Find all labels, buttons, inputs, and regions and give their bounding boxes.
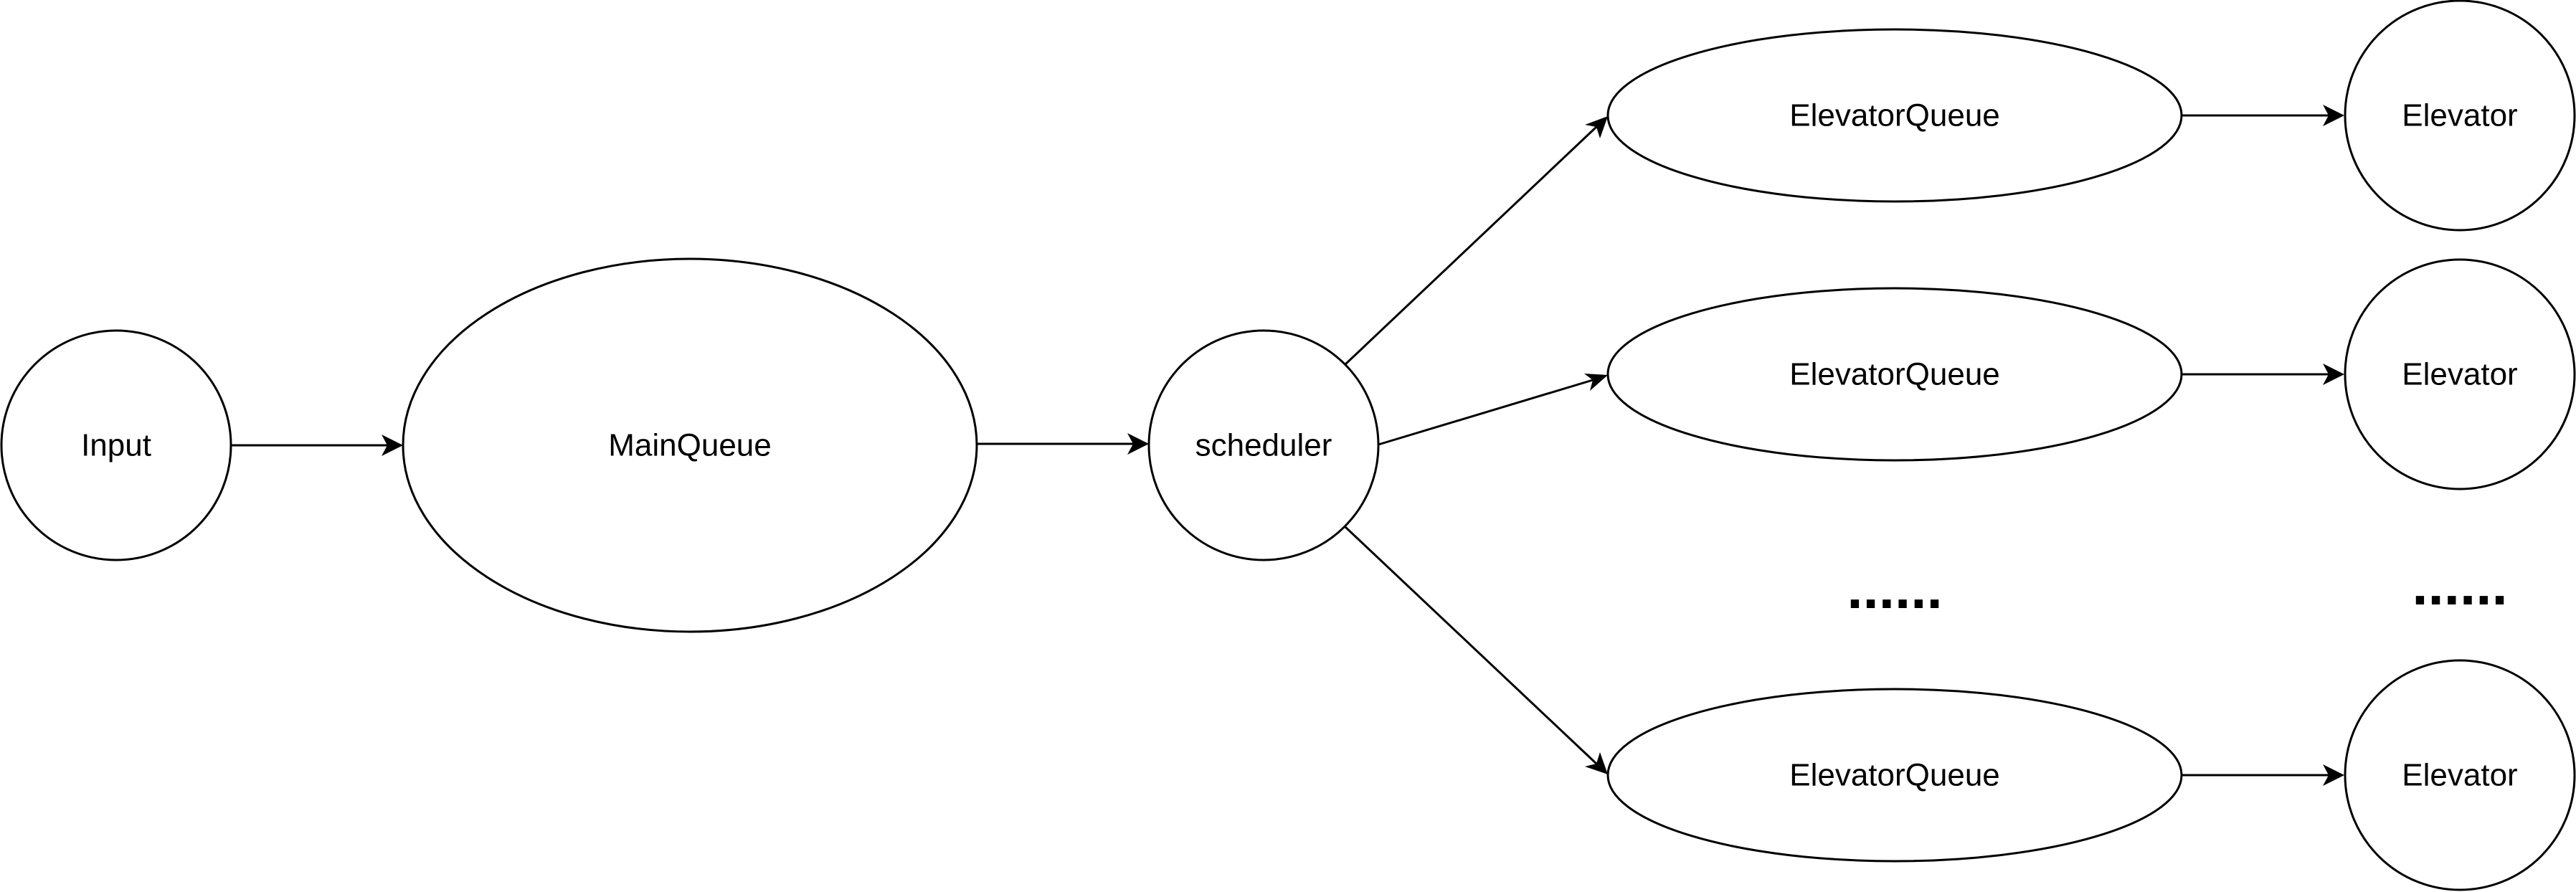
node-elevatorqueue-2: ElevatorQueue (1606, 287, 2183, 462)
elevators-ellipsis: ...... (2412, 553, 2507, 617)
node-elevatorqueue-1-shape (1606, 28, 2183, 203)
node-elevator-1-shape (2344, 0, 2576, 232)
arrowhead-scheduler-to-elevatorqueue-2 (1584, 374, 1608, 391)
node-elevator-1-label: Elevator (2402, 98, 2517, 133)
arrowhead-elevatorqueue-2-to-elevator-2 (2323, 364, 2344, 385)
edges (232, 105, 2344, 786)
node-scheduler-shape (1147, 329, 1380, 561)
arrowhead-mainqueue-to-scheduler (1127, 433, 1149, 455)
node-mainqueue: MainQueue (402, 257, 978, 633)
node-input-label: Input (81, 428, 151, 463)
node-elevator-1: Elevator (2344, 0, 2576, 232)
node-elevator-3: Elevator (2344, 659, 2576, 891)
node-elevatorqueue-3-shape (1606, 688, 2183, 863)
node-elevator-2-shape (2344, 258, 2576, 490)
node-elevatorqueue-3: ElevatorQueue (1606, 688, 2183, 863)
node-scheduler-label: scheduler (1195, 428, 1332, 463)
node-mainqueue-shape (402, 257, 978, 633)
node-elevator-2: Elevator (2344, 258, 2576, 490)
node-input-shape (0, 329, 232, 561)
edge-scheduler-to-elevatorqueue-3 (1344, 526, 1598, 765)
edge-scheduler-to-elevatorqueue-2 (1378, 379, 1594, 446)
arrowhead-scheduler-to-elevatorqueue-3 (1585, 752, 1608, 774)
queues-ellipsis: ...... (1847, 556, 1942, 620)
node-elevator-3-label: Elevator (2402, 758, 2517, 793)
arrowhead-elevatorqueue-3-to-elevator-3 (2323, 764, 2344, 786)
arrowhead-scheduler-to-elevatorqueue-1 (1585, 116, 1608, 138)
node-elevatorqueue-2-label: ElevatorQueue (1789, 357, 2000, 392)
arrowhead-elevatorqueue-1-to-elevator-1 (2323, 105, 2344, 126)
node-elevator-2-label: Elevator (2402, 357, 2517, 392)
node-elevatorqueue-1: ElevatorQueue (1606, 28, 2183, 203)
arrowhead-input-to-mainqueue (382, 435, 403, 456)
node-elevatorqueue-3-label: ElevatorQueue (1789, 758, 2000, 793)
node-elevatorqueue-2-shape (1606, 287, 2183, 462)
node-mainqueue-label: MainQueue (608, 428, 771, 463)
node-elevator-3-shape (2344, 659, 2576, 891)
continuation-markers: ...... ...... (1847, 553, 2507, 620)
edge-scheduler-to-elevatorqueue-1 (1344, 125, 1598, 366)
node-scheduler: scheduler (1147, 329, 1380, 561)
node-elevatorqueue-1-label: ElevatorQueue (1789, 98, 2000, 133)
node-input: Input (0, 329, 232, 561)
